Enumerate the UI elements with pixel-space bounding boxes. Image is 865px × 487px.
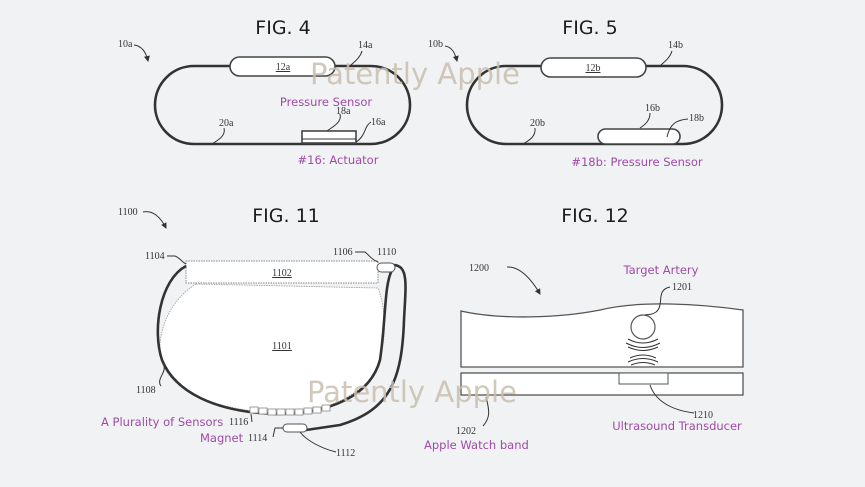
tissue-layer [461, 304, 743, 367]
ref-1100: 1100 [118, 207, 138, 218]
ref-10b: 10b [428, 39, 443, 50]
leader-line [660, 51, 672, 66]
ref-1101: 1101 [272, 341, 292, 352]
ref-1201: 1201 [672, 282, 692, 293]
ref-1102: 1102 [272, 268, 292, 279]
leader-line [523, 128, 535, 144]
ref-1200: 1200 [469, 263, 489, 274]
arrow-icon [134, 45, 148, 61]
apple-watch-band-label: Apple Watch band [424, 438, 529, 452]
leader-line [251, 414, 252, 422]
ref-16a: 16a [371, 117, 386, 128]
fig-4: FIG. 4 10a 12a 14a Pressure Sensor 18a 1… [118, 17, 410, 167]
leader-line [273, 428, 283, 437]
arrow-icon [143, 212, 166, 228]
fig-5-title: FIG. 5 [562, 17, 617, 39]
ref-1202: 1202 [456, 426, 476, 437]
ref-20a: 20a [219, 118, 234, 129]
leader-line [167, 256, 186, 264]
watermark: Patently Apple [307, 375, 517, 409]
ref-18b: 18b [689, 113, 704, 124]
pressure-sensor-label: #18b: Pressure Sensor [571, 155, 703, 169]
magnet-1114 [283, 424, 307, 432]
ref-18a: 18a [336, 106, 351, 117]
leader-line [160, 367, 165, 386]
ref-16b: 16b [645, 103, 660, 114]
ref-1108: 1108 [136, 385, 156, 396]
target-artery [631, 315, 655, 339]
ref-1110: 1110 [377, 247, 396, 258]
ref-14a: 14a [358, 40, 373, 51]
clasp-1110 [377, 263, 395, 272]
arrow-icon [507, 267, 540, 294]
ref-1114: 1114 [248, 433, 267, 444]
leader-line [300, 432, 336, 452]
fig-5: FIG. 5 10b 12b 14b 16b 18b 20b #18b: Pre… [428, 17, 722, 169]
leader-line [212, 128, 224, 144]
leader-line [356, 122, 371, 142]
fig-4-title: FIG. 4 [255, 17, 310, 39]
ultrasound-transducer-label: Ultrasound Transducer [612, 419, 742, 433]
ultrasound-transducer [619, 373, 668, 384]
actuator-label: #16: Actuator [298, 153, 379, 167]
ref-10a: 10a [118, 39, 133, 50]
ref-12b: 12b [586, 63, 601, 74]
ref-1116: 1116 [229, 417, 248, 428]
sensors-label: A Plurality of Sensors [101, 415, 223, 429]
pressure-sensor-label: Pressure Sensor [280, 95, 372, 109]
ref-20b: 20b [530, 118, 545, 129]
ref-1106: 1106 [333, 247, 353, 258]
ref-12a: 12a [276, 62, 291, 73]
ref-1104: 1104 [145, 251, 165, 262]
ref-1112: 1112 [336, 448, 355, 459]
fig-11-title: FIG. 11 [252, 205, 320, 227]
ref-14b: 14b [668, 40, 683, 51]
magnet-label: Magnet [200, 431, 244, 445]
fig-12-title: FIG. 12 [561, 205, 629, 227]
actuator-pill [598, 129, 680, 144]
actuator-block [302, 131, 356, 143]
fig-11: FIG. 11 1100 1102 1101 1104 1106 1110 11… [101, 205, 406, 459]
watermark: Patently Apple [310, 57, 520, 91]
target-artery-label: Target Artery [623, 263, 699, 277]
fig-12: FIG. 12 1200 Target Artery 1201 1202 App… [424, 205, 743, 452]
leader-line [640, 113, 650, 128]
